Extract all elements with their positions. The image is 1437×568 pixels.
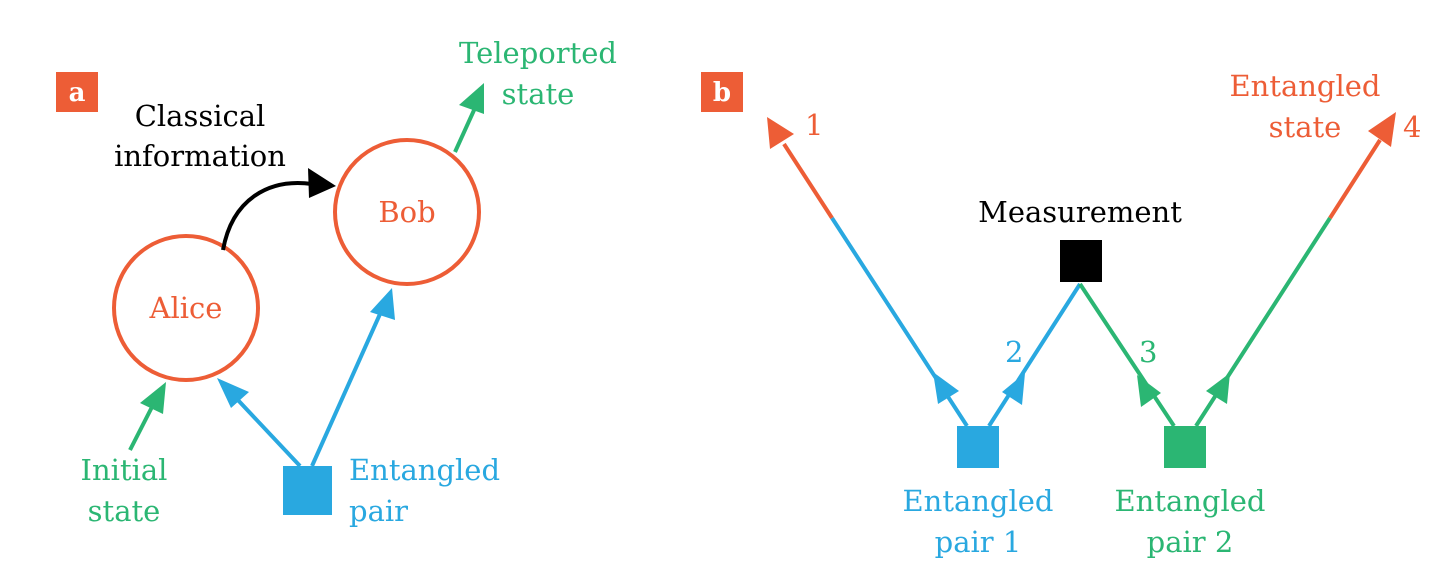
particle-label-4: 4: [1403, 110, 1421, 144]
bob-label: Bob: [378, 195, 435, 229]
entangled-pair-2-label-2: pair 2: [1147, 525, 1234, 559]
initial-state-arrow: [128, 404, 155, 451]
entangled-pair-2-source: [1164, 426, 1206, 468]
pair-to-alice-arrow: [234, 396, 302, 468]
pair-to-bob-arrow: [310, 313, 382, 467]
particle-1-mid-arrowhead: [933, 372, 959, 404]
particle-3-mid-arrowhead: [1137, 375, 1161, 407]
classical-info-arrowhead: [308, 168, 336, 198]
initial-state-label: Initial: [81, 453, 168, 487]
particle-4-mid-arrowhead: [1206, 373, 1230, 404]
alice-label: Alice: [149, 291, 223, 325]
entangled-pair-1-label: Entangled: [902, 484, 1053, 518]
panel-b: b Measurement 1 2 3 4 Entangled state En: [701, 69, 1421, 559]
teleported-state-arrowhead: [459, 83, 484, 114]
particle-label-1: 1: [805, 108, 823, 142]
particle-label-2: 2: [1005, 335, 1023, 369]
particle-1-arrowhead: [767, 117, 794, 149]
particle-4-arrowhead: [1368, 112, 1396, 147]
measurement-box: [1060, 240, 1102, 282]
entangled-pair-label: Entangled: [349, 453, 500, 487]
entangled-pair-1-source: [957, 426, 999, 468]
entangled-pair-source: [283, 466, 332, 515]
classical-info-label: Classical: [135, 99, 266, 133]
teleported-state-label: Teleported: [459, 36, 617, 70]
teleported-state-arrow: [453, 107, 477, 153]
classical-info-arrow: [221, 181, 313, 251]
entangled-state-label: Entangled: [1229, 69, 1380, 103]
pair-to-bob-arrowhead: [370, 288, 395, 320]
entangled-state-label-2: state: [1269, 110, 1342, 144]
classical-info-label-2: information: [114, 139, 286, 173]
teleported-state-label-2: state: [502, 77, 575, 111]
particle-2-mid-arrowhead: [1002, 373, 1025, 405]
panel-b-tag: b: [713, 78, 731, 108]
particle-1-path-orange: [782, 142, 834, 220]
panel-a-tag: a: [69, 78, 86, 108]
initial-state-arrowhead: [140, 382, 166, 414]
pair-to-alice-arrowhead: [217, 378, 249, 408]
particle-label-3: 3: [1139, 335, 1157, 369]
bob-node: [333, 138, 481, 286]
panel-b-tag-box: [701, 72, 743, 112]
alice-node: [112, 234, 260, 382]
entangled-pair-2-label: Entangled: [1114, 484, 1265, 518]
entangled-pair-label-2: pair: [349, 494, 408, 528]
initial-state-label-2: state: [88, 494, 161, 528]
panel-a: a Alice Bob Classical information Telepo…: [56, 36, 617, 528]
particle-4-path-orange: [1328, 138, 1382, 220]
panel-a-tag-box: [56, 72, 98, 112]
entangled-pair-1-label-2: pair 1: [935, 525, 1022, 559]
measurement-label: Measurement: [978, 195, 1182, 229]
particle-3-path: [1078, 282, 1176, 428]
particle-2-path: [987, 282, 1082, 428]
